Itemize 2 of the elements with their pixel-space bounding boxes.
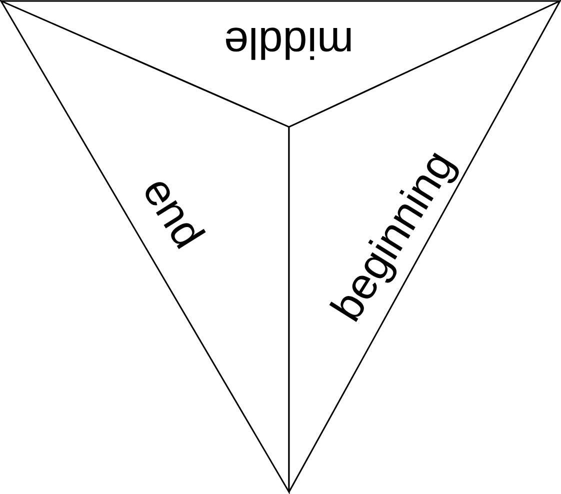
region-label: middle [224, 20, 354, 64]
region-label: end [134, 170, 210, 256]
